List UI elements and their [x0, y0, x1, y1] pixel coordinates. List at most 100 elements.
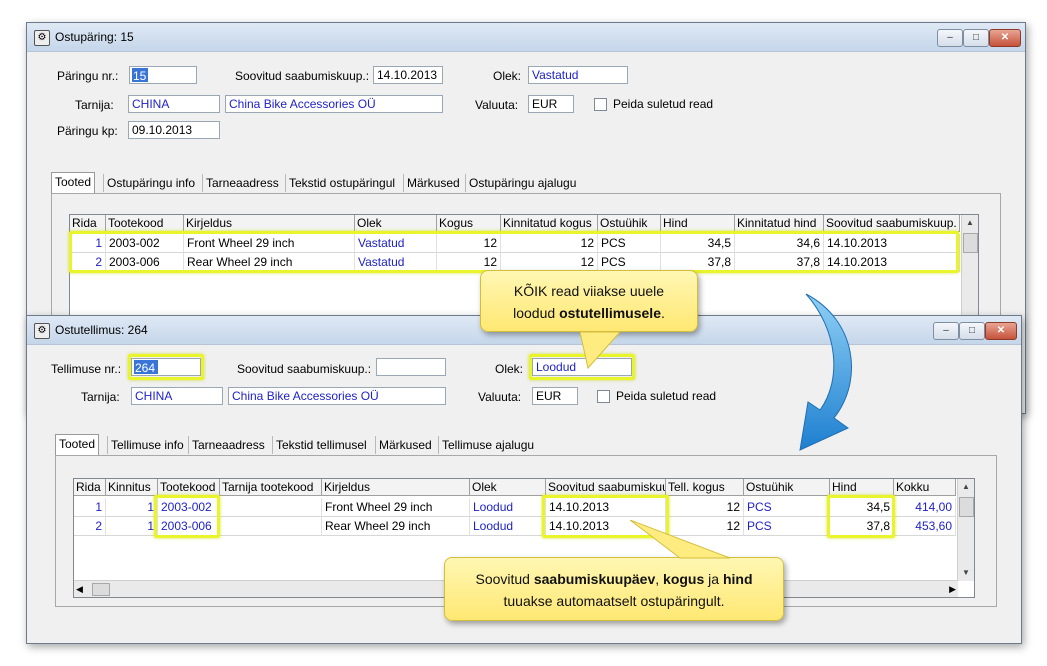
supplier-code-field[interactable]: CHINA	[128, 95, 220, 113]
hscroll-thumb[interactable]	[92, 583, 110, 596]
status-field[interactable]: Loodud	[532, 358, 632, 376]
col-header[interactable]: Soovitud saabumiskuup.	[824, 215, 960, 232]
callout-text: Soovitud	[475, 571, 534, 587]
order-nr-label: Tellimuse nr.:	[51, 362, 122, 376]
scroll-up-icon[interactable]: ▲	[966, 218, 974, 227]
status-label: Olek:	[493, 69, 522, 83]
cell-total: 453,60	[894, 517, 956, 536]
tab-order-info[interactable]: Tellimuse info	[107, 436, 187, 454]
col-header[interactable]: Kogus	[437, 215, 501, 232]
cell-confirmed-price: 34,6	[735, 234, 824, 253]
close-icon[interactable]: ✕	[985, 322, 1017, 340]
currency-field[interactable]: EUR	[528, 95, 574, 113]
cell-description: Front Wheel 29 inch	[322, 498, 470, 517]
col-header[interactable]: Rida	[70, 215, 106, 232]
maximize-icon[interactable]: □	[963, 29, 989, 47]
col-header[interactable]: Hind	[661, 215, 735, 232]
tab-products[interactable]: Tooted	[55, 434, 100, 456]
hide-closed-checkbox[interactable]	[594, 98, 607, 111]
date-column-highlight	[542, 495, 669, 538]
callout-bottom: Soovitud saabumiskuupäev, kogus ja hind …	[444, 557, 784, 621]
callout-text: .	[660, 305, 665, 321]
col-header[interactable]: Olek	[355, 215, 437, 232]
desired-date-field[interactable]: 14.10.2013	[373, 66, 443, 84]
request-date-label: Päringu kp:	[57, 124, 118, 138]
vertical-scrollbar[interactable]: ▲ ▼	[957, 479, 974, 581]
status-highlight	[529, 354, 635, 380]
scroll-down-icon[interactable]: ▼	[962, 568, 970, 577]
supplier-code-field[interactable]: CHINA	[131, 387, 223, 405]
cell-status: Loodud	[470, 498, 546, 517]
cell-qty: 12	[437, 234, 501, 253]
cell-status: Loodud	[470, 517, 546, 536]
tab-texts[interactable]: Tekstid ostupäringul	[285, 174, 398, 192]
desired-date-label: Soovitud saabumiskuup.:	[237, 362, 372, 376]
request-nr-label: Päringu nr.:	[57, 69, 119, 83]
curved-arrow-icon	[799, 293, 853, 451]
status-label: Olek:	[495, 362, 524, 376]
tab-delivery-address[interactable]: Tarneaadress	[202, 174, 282, 192]
col-header[interactable]: Ostuühik	[598, 215, 661, 232]
tab-history[interactable]: Ostupäringu ajalugu	[465, 174, 579, 192]
minimize-icon[interactable]: –	[933, 322, 959, 340]
callout-text: ja	[704, 571, 723, 587]
request-date-field[interactable]: 09.10.2013	[128, 121, 220, 139]
cell-confirmation: 1	[106, 498, 158, 517]
window-title: Ostutellimus: 264	[55, 323, 148, 337]
col-header[interactable]: Ostuühik	[744, 479, 830, 496]
status-field[interactable]: Vastatud	[528, 66, 628, 84]
currency-label: Valuuta:	[475, 98, 519, 112]
col-header[interactable]: Kinnitus	[106, 479, 158, 496]
callout-bottom-line1: Soovitud saabumiskuupäev, kogus ja hind	[445, 568, 783, 590]
cell-description: Rear Wheel 29 inch	[322, 517, 470, 536]
desired-date-field[interactable]	[376, 358, 446, 376]
col-header[interactable]: Kinnitatud hind	[735, 215, 824, 232]
supplier-name-field[interactable]: China Bike Accessories OÜ	[225, 95, 443, 113]
currency-field[interactable]: EUR	[532, 387, 578, 405]
col-header[interactable]: Hind	[830, 479, 894, 496]
scroll-thumb[interactable]	[959, 497, 974, 517]
scroll-up-icon[interactable]: ▲	[962, 482, 970, 491]
minimize-icon[interactable]: –	[937, 29, 963, 47]
scroll-thumb[interactable]	[963, 233, 978, 253]
col-header[interactable]: Kinnitatud kogus	[501, 215, 598, 232]
scroll-left-icon[interactable]: ◀	[76, 584, 83, 594]
col-header[interactable]: Olek	[470, 479, 546, 496]
hide-closed-checkbox[interactable]	[597, 390, 610, 403]
scroll-right-icon[interactable]: ▶	[949, 584, 956, 594]
tab-request-info[interactable]: Ostupäringu info	[103, 174, 198, 192]
cell-price: 34,5	[661, 234, 735, 253]
cell-qty: 12	[666, 498, 744, 517]
cell-unit: PCS	[744, 517, 830, 536]
col-header[interactable]: Rida	[74, 479, 106, 496]
col-header[interactable]: Kirjeldus	[322, 479, 470, 496]
tab-notes[interactable]: Märkused	[403, 174, 463, 192]
col-header[interactable]: Kirjeldus	[184, 215, 355, 232]
col-header[interactable]: Soovitud saabumiskuu	[546, 479, 666, 496]
selection-highlight	[132, 68, 148, 82]
callout-top-pointer	[580, 331, 622, 370]
cell-confirmed-qty: 12	[501, 234, 598, 253]
col-header[interactable]: Tootekood	[106, 215, 184, 232]
cell-desired-date: 14.10.2013	[546, 498, 666, 517]
tab-products[interactable]: Tooted	[51, 172, 96, 194]
maximize-icon[interactable]: □	[959, 322, 985, 340]
col-header[interactable]: Kokku	[894, 479, 956, 496]
title-bar[interactable]: ⚙ Ostupäring: 15 – □ ✕	[27, 23, 1025, 52]
tab-notes[interactable]: Märkused	[375, 436, 435, 454]
cell-row: 1	[74, 498, 106, 517]
callout-top: KÕIK read viiakse uuele loodud ostutelli…	[480, 270, 698, 332]
cell-status: Vastatud	[355, 234, 437, 253]
col-header[interactable]: Tarnija tootekood	[220, 479, 322, 496]
col-header[interactable]: Tootekood	[158, 479, 220, 496]
price-column-highlight	[827, 495, 895, 538]
supplier-name-field[interactable]: China Bike Accessories OÜ	[228, 387, 446, 405]
request-nr-text: 15	[133, 69, 147, 83]
rows-highlight	[69, 231, 959, 273]
tab-delivery-address[interactable]: Tarneaadress	[188, 436, 268, 454]
tab-history[interactable]: Tellimuse ajalugu	[438, 436, 537, 454]
supplier-label: Tarnija:	[81, 390, 120, 404]
close-icon[interactable]: ✕	[989, 29, 1021, 47]
col-header[interactable]: Tell. kogus	[666, 479, 744, 496]
tab-texts[interactable]: Tekstid tellimusel	[272, 436, 370, 454]
